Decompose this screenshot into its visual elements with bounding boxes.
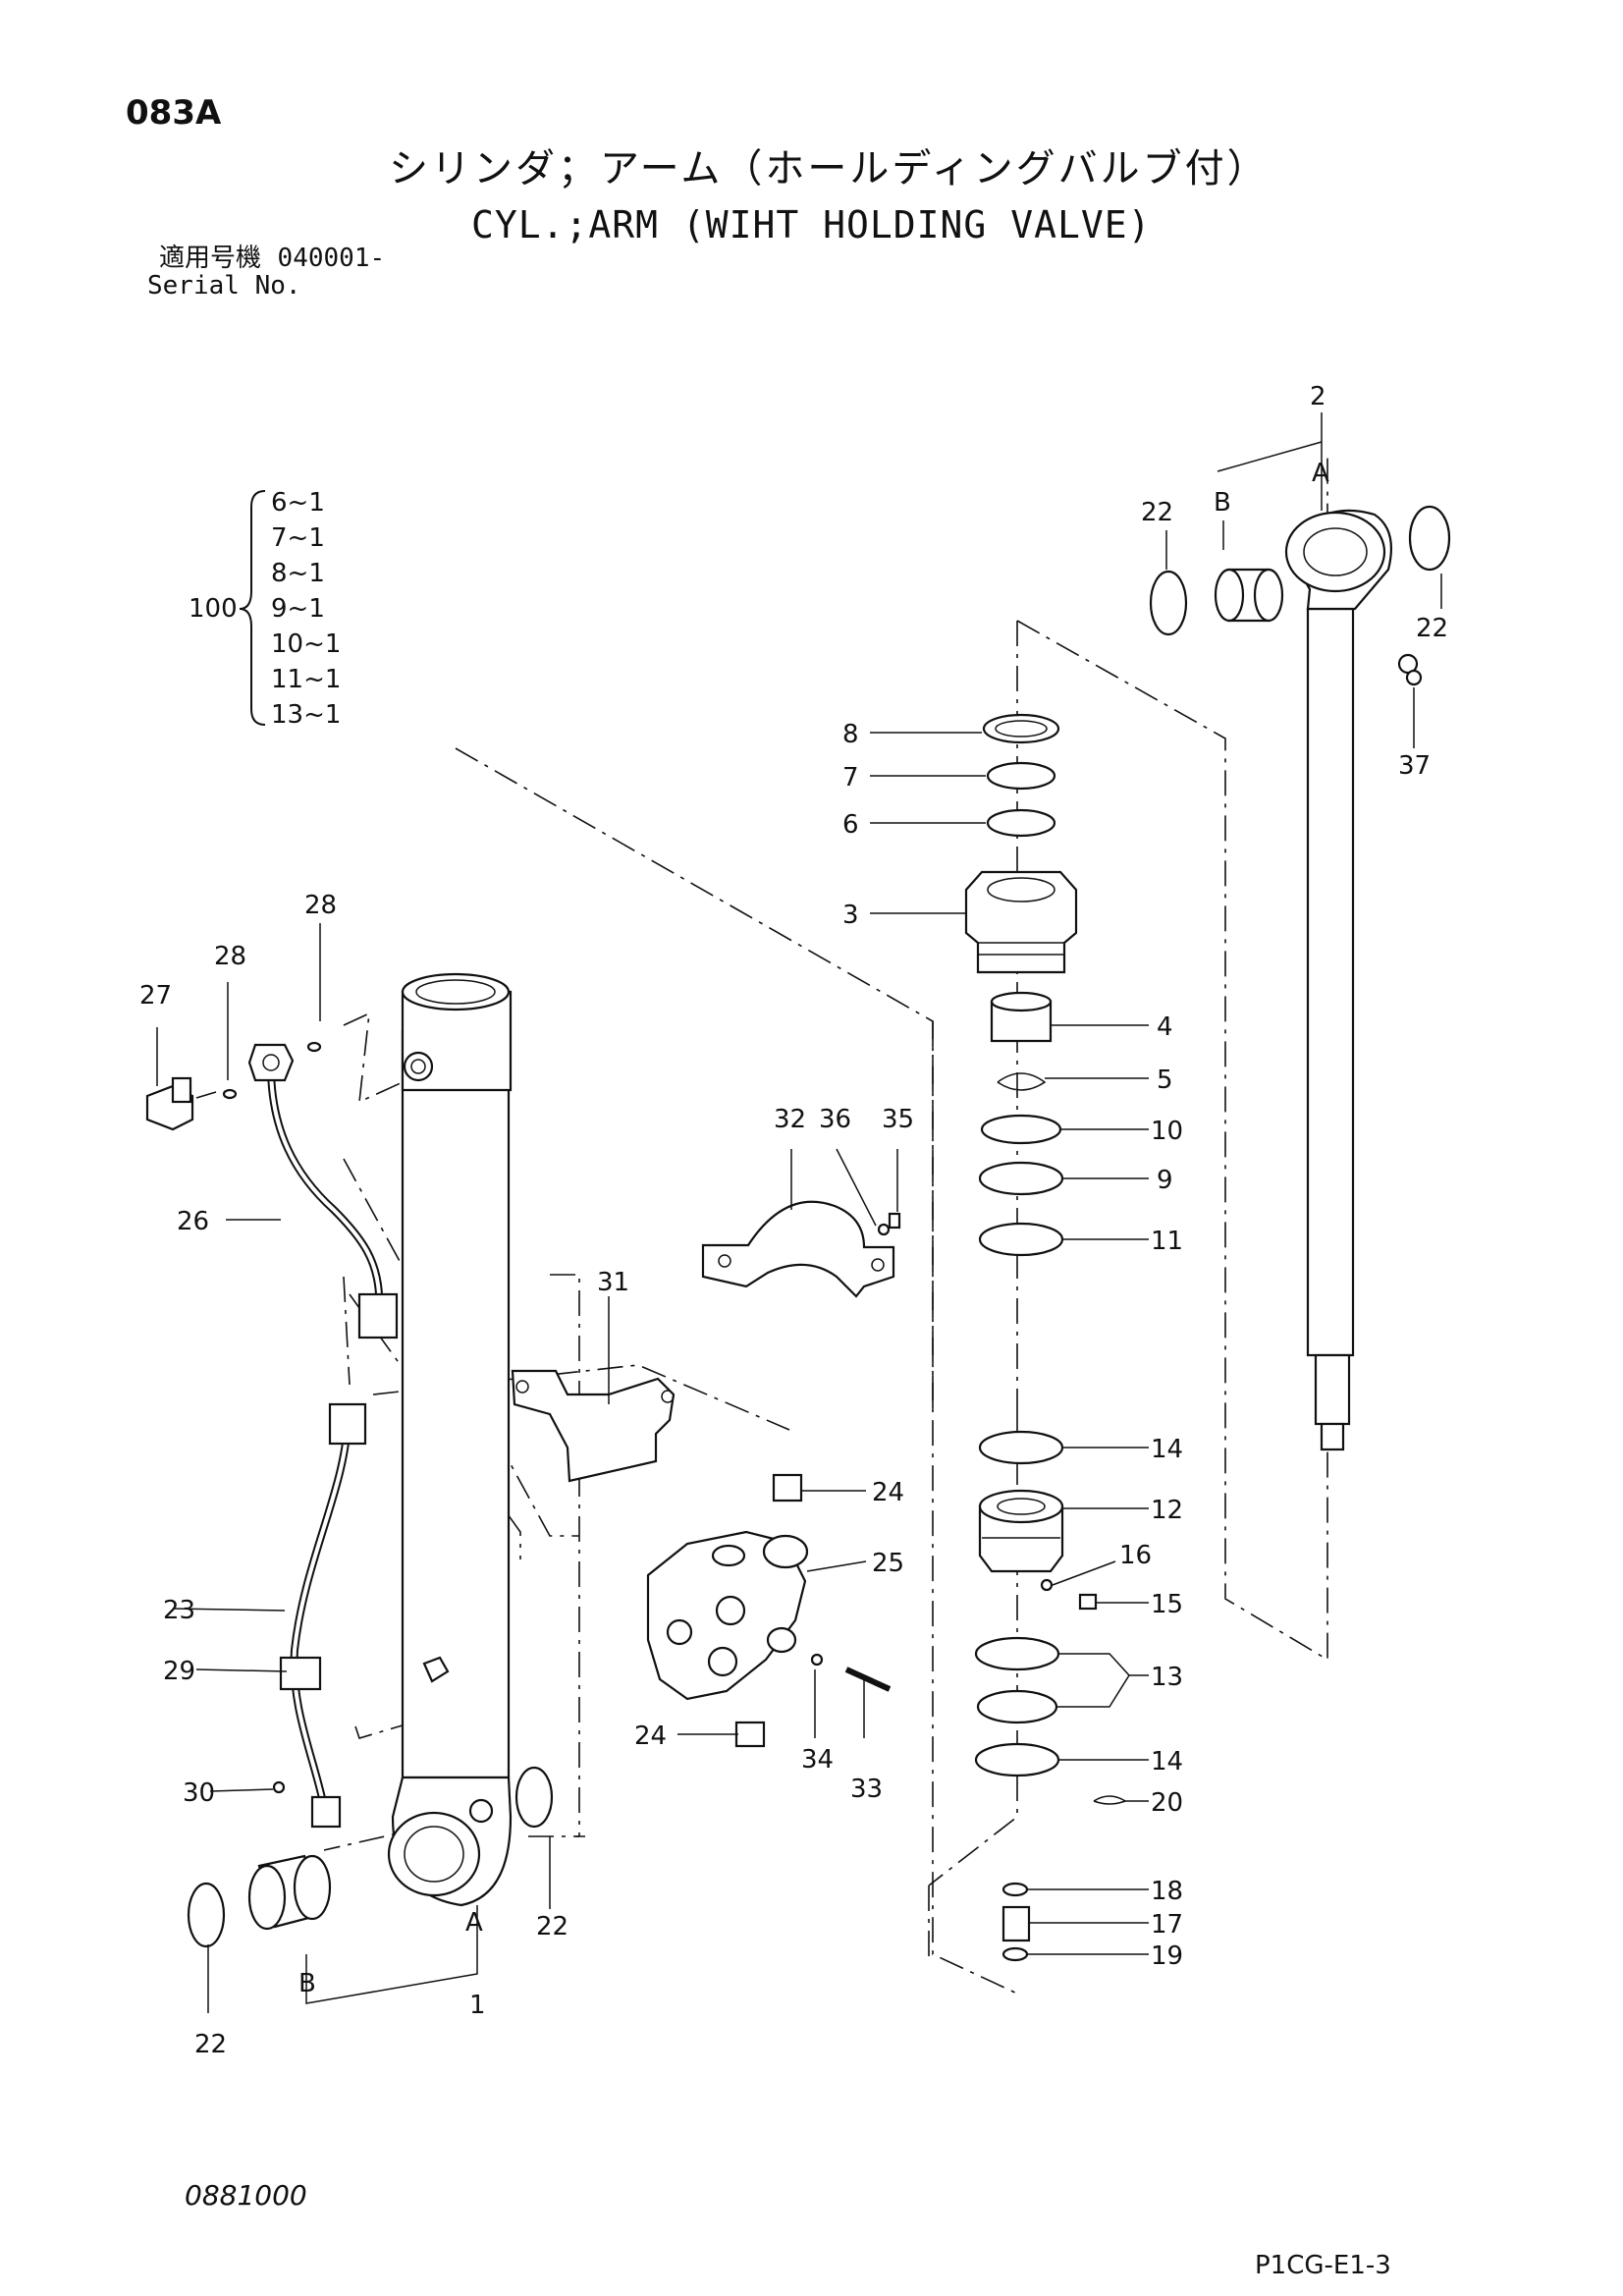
callout: 37 [1398, 751, 1431, 781]
kit-item: 8~1 [271, 559, 325, 588]
callout: 10 [1151, 1117, 1183, 1146]
serial-label-jp: 適用号機 [159, 244, 262, 273]
callout: 32 [774, 1105, 806, 1134]
callout: 14 [1151, 1435, 1183, 1464]
kit-brace [239, 490, 266, 726]
callout: 15 [1151, 1590, 1183, 1619]
page-code: 083A [126, 93, 222, 133]
seal-22 [514, 1766, 554, 1829]
callout: 29 [163, 1657, 195, 1686]
holding-valve [646, 1473, 892, 1748]
kit-number: 100 [189, 594, 238, 624]
callout: 13 [1151, 1663, 1183, 1692]
callout: 17 [1151, 1910, 1183, 1940]
callout: 4 [1157, 1012, 1173, 1042]
callout-a: A [465, 1908, 483, 1938]
leader-lines [156, 412, 1442, 2013]
callout: 26 [177, 1207, 209, 1236]
callout: 22 [194, 2030, 227, 2059]
kit-item: 6~1 [271, 488, 325, 518]
seal-22 [187, 1882, 226, 1948]
gland-stack [964, 713, 1127, 1962]
grease-fitting [1397, 653, 1423, 686]
callout: 20 [1151, 1788, 1183, 1818]
callout: 6 [842, 810, 859, 840]
callout: 24 [634, 1722, 667, 1751]
kit-item: 7~1 [271, 523, 325, 553]
cylinder-tube [387, 972, 513, 1907]
callout-a: A [1312, 459, 1329, 488]
pipe-assembly [145, 1041, 450, 1829]
callout: 24 [872, 1478, 904, 1507]
callout: 19 [1151, 1941, 1183, 1971]
serial-value: 040001- [277, 244, 386, 273]
title-japanese: シリンダ；アーム（ホールディングバルブ付） [389, 146, 1270, 191]
seal-22 [1149, 570, 1188, 636]
callout: 3 [842, 901, 859, 930]
title-english: CYL.;ARM (WIHT HOLDING VALVE) [471, 203, 1152, 246]
clamp-bracket [511, 1200, 901, 1483]
seal-22 [1408, 505, 1451, 572]
kit-item: 9~1 [271, 594, 325, 624]
callout-labels: 2 A B 22 22 37 8 7 6 3 4 5 10 9 11 14 12… [139, 382, 1448, 2059]
kit-item: 11~1 [271, 665, 341, 694]
callout: 11 [1151, 1227, 1183, 1256]
callout: 8 [842, 720, 859, 749]
callout: 12 [1151, 1496, 1183, 1525]
callout: 25 [872, 1549, 904, 1578]
callout: 16 [1119, 1541, 1152, 1570]
callout: 9 [1157, 1166, 1173, 1195]
callout: 34 [801, 1745, 834, 1775]
callout: 30 [183, 1778, 215, 1808]
kit-item: 13~1 [271, 700, 341, 730]
serial-label-en: Serial No. [147, 271, 301, 301]
serial-row: 適用号機 040001- [159, 246, 385, 271]
callout: 28 [304, 891, 337, 920]
callout: 27 [139, 981, 172, 1011]
callout: 33 [850, 1775, 883, 1804]
drawing-number: 0881000 [185, 2179, 307, 2212]
bushing-bottom [247, 1854, 332, 1931]
callout: 23 [163, 1596, 195, 1625]
callout: 35 [882, 1105, 914, 1134]
callout: 14 [1151, 1747, 1183, 1777]
callout: 36 [819, 1105, 851, 1134]
callout: 22 [536, 1912, 568, 1941]
callout: 1 [469, 1991, 486, 2020]
callout-b: B [1214, 488, 1231, 518]
callout: 7 [842, 763, 859, 793]
callout-b: B [298, 1969, 316, 1998]
callout: 28 [214, 942, 246, 971]
piston-rod [1284, 509, 1392, 1451]
kit-list: 100 6~1 7~1 8~1 9~1 10~1 11~1 13~1 [189, 488, 341, 730]
callout: 5 [1157, 1066, 1173, 1095]
kit-item: 10~1 [271, 629, 341, 659]
callout: 22 [1141, 498, 1173, 527]
callout: 31 [597, 1268, 629, 1297]
callout: 18 [1151, 1877, 1183, 1906]
sheet-code: P1CG-E1-3 [1255, 2251, 1391, 2280]
callout: 2 [1310, 382, 1326, 411]
callout: 22 [1416, 614, 1448, 643]
bushing-top [1214, 568, 1284, 623]
